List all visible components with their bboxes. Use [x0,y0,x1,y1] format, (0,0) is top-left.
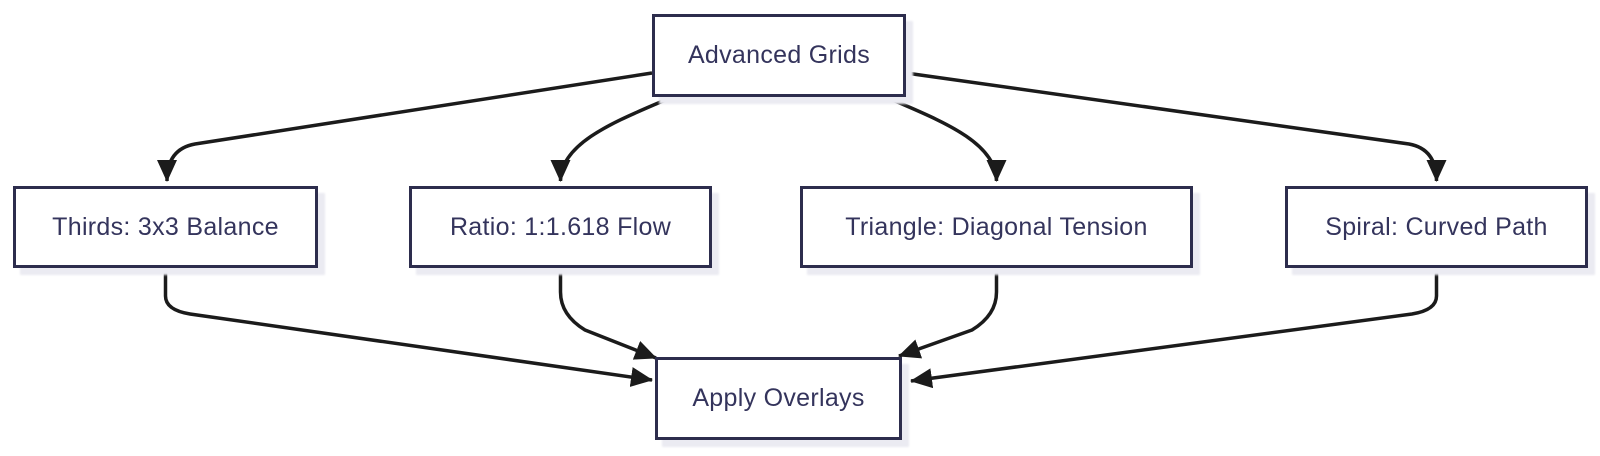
node-ratio-label: Ratio: 1:1.618 Flow [449,212,672,241]
edge-advanced-grids-to-thirds [157,71,653,182]
node-apply-overlays-label: Apply Overlays [692,384,865,412]
edge-ratio-to-apply-overlays [558,268,657,360]
edge-advanced-grids-to-spiral [905,71,1447,182]
node-thirds: Thirds: 3x3 Balance [13,186,318,268]
node-spiral-label: Spiral: Curved Path [1325,212,1548,241]
edge-advanced-grids-to-triangle [885,95,1007,182]
edge-advanced-grids-to-ratio [550,95,673,182]
node-advanced-grids: Advanced Grids [652,14,906,97]
node-triangle-label: Triangle: Diagonal Tension [845,212,1148,241]
node-advanced-grids-label: Advanced Grids [687,41,871,69]
node-spiral: Spiral: Curved Path [1285,186,1588,268]
node-apply-overlays: Apply Overlays [655,357,902,440]
edge-thirds-to-apply-overlays [163,268,653,387]
edge-spiral-to-apply-overlays [910,268,1439,389]
node-ratio: Ratio: 1:1.618 Flow [409,186,712,268]
node-triangle: Triangle: Diagonal Tension [800,186,1193,268]
node-thirds-label: Thirds: 3x3 Balance [52,212,279,241]
edge-triangle-to-apply-overlays [898,268,999,359]
